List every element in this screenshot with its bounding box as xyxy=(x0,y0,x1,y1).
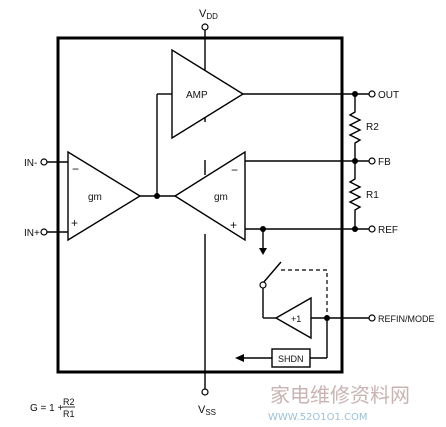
ref-label: REF xyxy=(378,225,398,236)
resistor-r1 xyxy=(348,161,362,229)
formula-denominator: R1 xyxy=(63,409,75,419)
gm-left-triangle xyxy=(67,150,142,242)
switch-arrow xyxy=(259,248,267,255)
out-pin xyxy=(368,90,376,98)
in-plus-pin xyxy=(40,228,48,236)
in-plus-label: IN+ xyxy=(24,228,40,239)
watermark-url: WWW.52O1O1.COM xyxy=(268,412,368,423)
switch-control-dashed xyxy=(281,269,328,318)
fb-label: FB xyxy=(378,157,391,168)
watermark-chinese: 家电维修资料网 xyxy=(270,383,410,407)
in-minus-pin xyxy=(40,158,48,166)
refin-pin xyxy=(368,314,376,322)
r2-label: R2 xyxy=(366,122,379,133)
switch-contact xyxy=(259,281,267,289)
gm-right-minus: − xyxy=(231,163,238,177)
vss-pin xyxy=(201,388,209,396)
gm-right-plus: + xyxy=(230,218,237,232)
refin-mode-label: REFIN/MODE xyxy=(378,314,435,324)
shdn-label: SHDN xyxy=(278,354,304,364)
gm-left-label: gm xyxy=(88,192,102,203)
shdn-arrow xyxy=(235,354,244,362)
fb-pin xyxy=(368,157,376,165)
vdd-pin xyxy=(201,23,209,31)
chip-outline xyxy=(56,36,344,374)
in-minus-label: IN- xyxy=(24,158,37,169)
gm-left-minus: − xyxy=(72,162,79,176)
gm-right-label: gm xyxy=(214,192,228,203)
switch-blade xyxy=(262,261,282,284)
vdd-label: VDD xyxy=(199,8,218,21)
gm-left-plus: + xyxy=(71,216,78,230)
vss-label: VSS xyxy=(198,404,216,417)
formula-lhs: G = 1 + xyxy=(30,403,64,414)
resistor-r2 xyxy=(348,94,362,161)
amp-label: AMP xyxy=(186,90,208,101)
out-label: OUT xyxy=(378,90,399,101)
formula-numerator: R2 xyxy=(63,397,75,407)
gm-right-triangle xyxy=(173,150,246,242)
ref-pin xyxy=(368,225,376,233)
r1-label: R1 xyxy=(366,190,379,201)
buffer-label: +1 xyxy=(291,314,301,324)
